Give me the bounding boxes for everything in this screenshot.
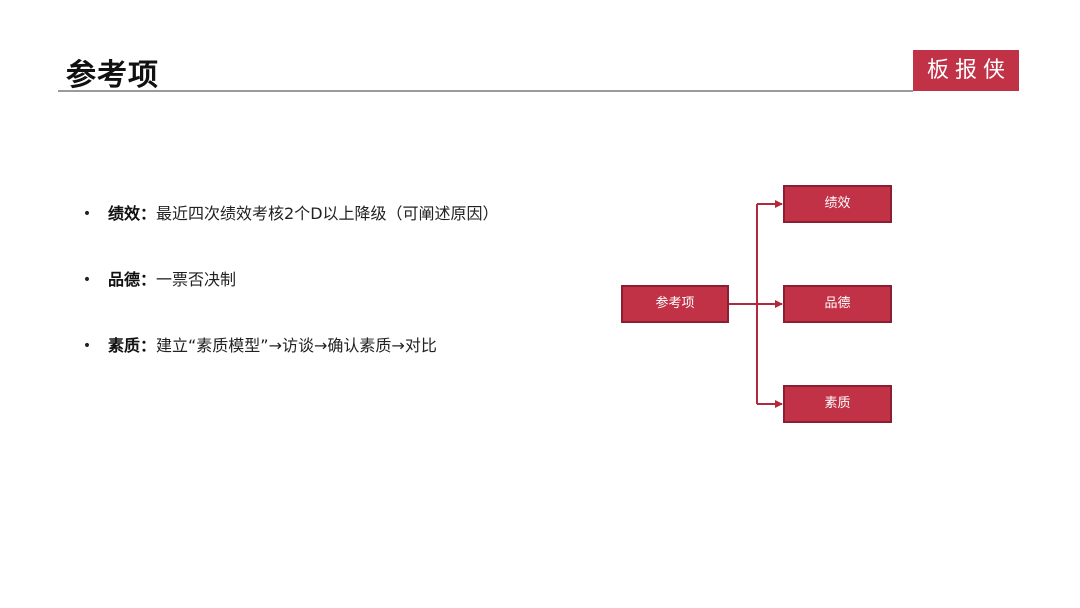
node-morality: 品德 xyxy=(783,285,892,323)
bullet-list: • 绩效：最近四次绩效考核2个D以上降级（可阐述原因） • 品德：一票否决制 •… xyxy=(82,198,522,362)
bullet-label: 素质： xyxy=(108,336,157,355)
bullet-item-morality: • 品德：一票否决制 xyxy=(82,264,522,296)
bullet-dot-icon: • xyxy=(82,272,92,288)
page-title: 参考项 xyxy=(66,58,159,93)
bullet-text: 一票否决制 xyxy=(156,270,237,289)
bullet-item-performance: • 绩效：最近四次绩效考核2个D以上降级（可阐述原因） xyxy=(82,198,522,230)
brand-logo: 板报侠 xyxy=(913,50,1019,91)
bullet-dot-icon: • xyxy=(82,338,92,354)
bullet-label: 品德： xyxy=(108,270,157,289)
bullet-label: 绩效： xyxy=(108,204,157,223)
bullet-text: 最近四次绩效考核2个D以上降级（可阐述原因） xyxy=(156,204,499,223)
bullet-text: 建立“素质模型”→访谈→确认素质→对比 xyxy=(156,336,437,355)
node-quality: 素质 xyxy=(783,385,892,423)
node-performance: 绩效 xyxy=(783,185,892,223)
title-divider xyxy=(58,90,913,92)
bullet-dot-icon: • xyxy=(82,206,92,222)
node-root: 参考项 xyxy=(621,285,729,323)
bullet-item-quality: • 素质：建立“素质模型”→访谈→确认素质→对比 xyxy=(82,330,522,362)
